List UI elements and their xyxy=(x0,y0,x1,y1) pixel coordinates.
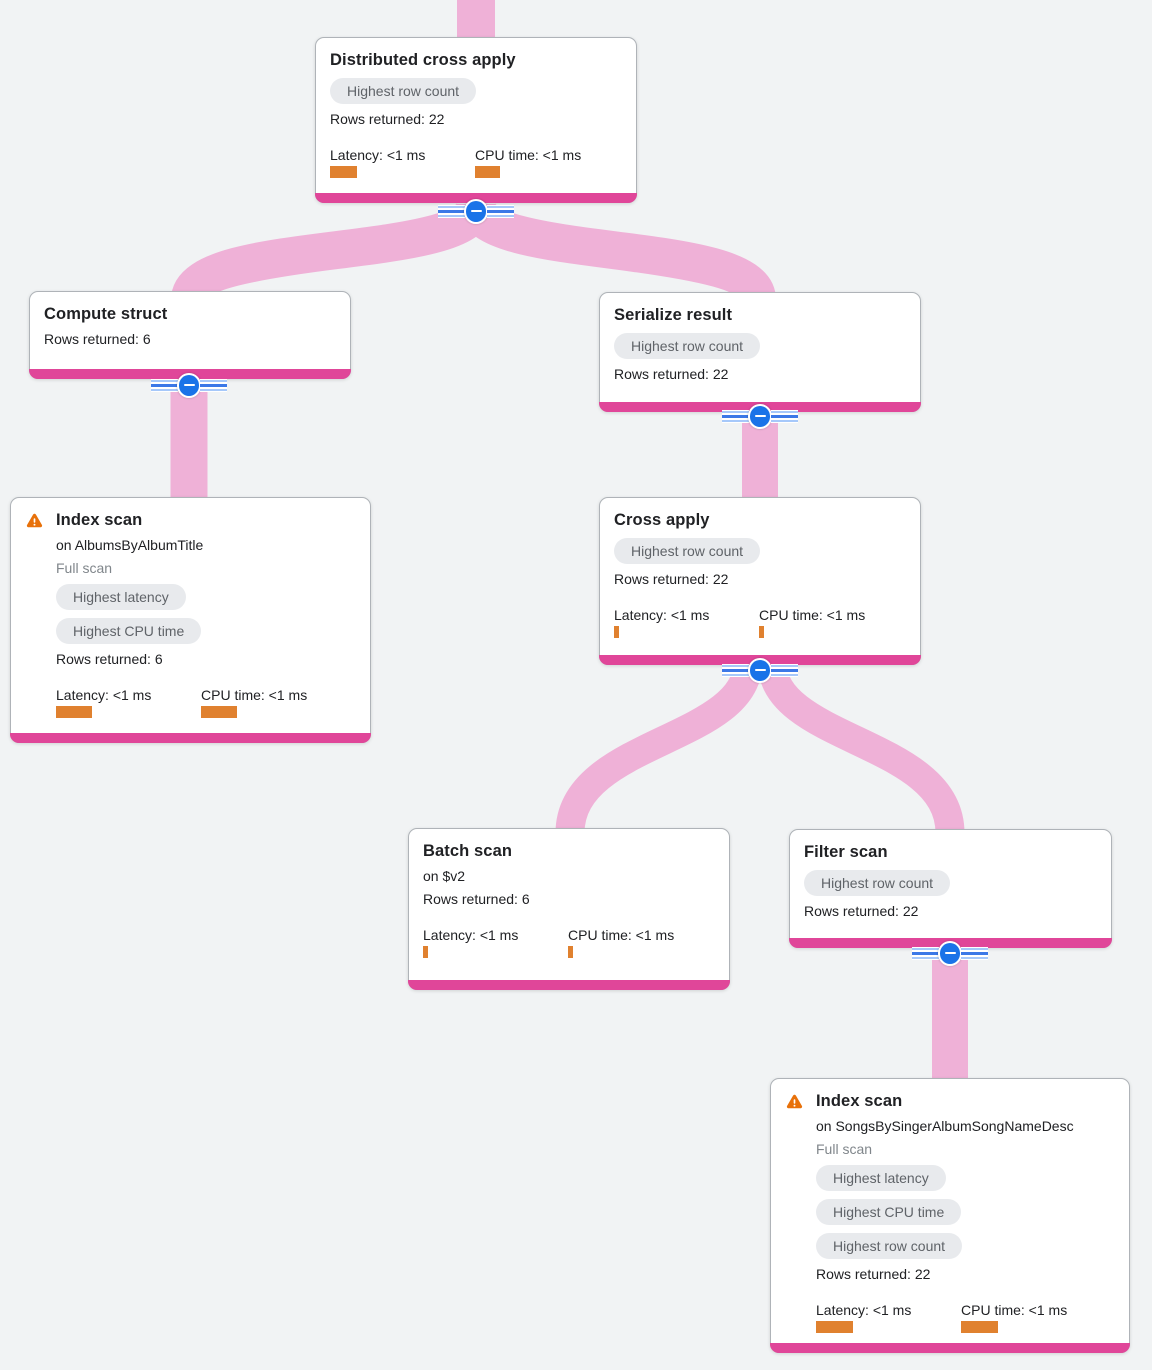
collapse-button-cross-apply[interactable] xyxy=(722,657,798,683)
badge-highest-cpu-time: Highest CPU time xyxy=(816,1199,962,1225)
node-distributed-cross-apply[interactable]: Distributed cross apply Highest row coun… xyxy=(315,37,637,203)
node-title: Index scan xyxy=(56,511,143,529)
collapse-rail-left xyxy=(912,946,939,960)
latency-label: Latency: <1 ms xyxy=(330,147,426,163)
node-title: Distributed cross apply xyxy=(330,51,516,69)
node-title: Filter scan xyxy=(804,843,888,861)
badge-highest-row-count: Highest row count xyxy=(804,870,951,896)
warning-icon xyxy=(25,511,44,530)
minus-icon xyxy=(747,657,773,683)
minus-icon xyxy=(747,403,773,429)
collapse-rail-left xyxy=(722,663,749,677)
cpu-time-label: CPU time: <1 ms xyxy=(568,927,675,943)
cpu-time-label: CPU time: <1 ms xyxy=(201,687,308,703)
cpu-time-label: CPU time: <1 ms xyxy=(475,147,582,163)
node-index-scan-albums[interactable]: Index scan on AlbumsByAlbumTitle Full sc… xyxy=(10,497,371,743)
rows-returned: Rows returned: 6 xyxy=(44,331,151,347)
rows-returned: Rows returned: 22 xyxy=(816,1266,931,1282)
latency-bar xyxy=(56,706,92,718)
collapse-rail-left xyxy=(151,378,178,392)
scan-target: on $v2 xyxy=(423,868,466,884)
rows-returned: Rows returned: 22 xyxy=(330,111,445,127)
link-distributed-cross-apply-to-serialize-result xyxy=(457,199,776,305)
rows-returned: Rows returned: 6 xyxy=(56,651,163,667)
cpu-time-bar xyxy=(568,946,573,958)
latency-bar xyxy=(330,166,357,178)
latency-bar xyxy=(816,1321,853,1333)
collapse-button-compute-struct[interactable] xyxy=(151,372,227,398)
node-title: Cross apply xyxy=(614,511,710,529)
collapse-button-distributed-cross-apply[interactable] xyxy=(438,198,514,224)
minus-icon xyxy=(463,198,489,224)
node-title: Serialize result xyxy=(614,306,733,324)
badge-highest-row-count: Highest row count xyxy=(330,78,477,104)
node-accent-bar xyxy=(408,980,730,990)
latency-label: Latency: <1 ms xyxy=(56,687,152,703)
cpu-time-bar xyxy=(201,706,237,718)
cpu-time-bar xyxy=(475,166,500,178)
rows-returned: Rows returned: 22 xyxy=(804,903,919,919)
node-filter-scan[interactable]: Filter scan Highest row count Rows retur… xyxy=(789,829,1112,948)
collapse-rail-right xyxy=(771,409,798,423)
cpu-time-label: CPU time: <1 ms xyxy=(961,1302,1068,1318)
badge-highest-latency: Highest latency xyxy=(56,584,186,610)
badge-highest-row-count: Highest row count xyxy=(816,1233,963,1259)
warning-icon xyxy=(785,1092,804,1111)
collapse-rail-right xyxy=(961,946,988,960)
node-accent-bar xyxy=(770,1343,1130,1353)
badge-highest-row-count: Highest row count xyxy=(614,538,761,564)
collapse-rail-right xyxy=(200,378,227,392)
node-index-scan-songs[interactable]: Index scan on SongsBySingerAlbumSongName… xyxy=(770,1078,1130,1353)
badge-highest-cpu-time: Highest CPU time xyxy=(56,618,202,644)
latency-label: Latency: <1 ms xyxy=(816,1302,912,1318)
scan-target: on SongsBySingerAlbumSongNameDesc xyxy=(816,1118,1074,1134)
latency-bar xyxy=(614,626,619,638)
badge-highest-latency: Highest latency xyxy=(816,1165,946,1191)
rows-returned: Rows returned: 22 xyxy=(614,366,729,382)
node-batch-scan[interactable]: Batch scan on $v2 Rows returned: 6 Laten… xyxy=(408,828,730,990)
node-accent-bar xyxy=(10,733,371,743)
latency-label: Latency: <1 ms xyxy=(614,607,710,623)
cpu-time-label: CPU time: <1 ms xyxy=(759,607,866,623)
link-cross-apply-to-filter-scan xyxy=(757,660,965,835)
node-title: Compute struct xyxy=(44,305,168,323)
badge-highest-row-count: Highest row count xyxy=(614,333,761,359)
node-title: Index scan xyxy=(816,1092,903,1110)
rows-returned: Rows returned: 6 xyxy=(423,891,530,907)
rows-returned: Rows returned: 22 xyxy=(614,571,729,587)
node-title: Batch scan xyxy=(423,842,513,860)
scan-target: on AlbumsByAlbumTitle xyxy=(56,537,204,553)
collapse-rail-right xyxy=(487,204,514,218)
collapse-rail-right xyxy=(771,663,798,677)
node-cross-apply[interactable]: Cross apply Highest row count Rows retur… xyxy=(599,497,921,665)
cpu-time-bar xyxy=(961,1321,998,1333)
node-serialize-result[interactable]: Serialize result Highest row count Rows … xyxy=(599,292,921,412)
minus-icon xyxy=(176,372,202,398)
latency-bar xyxy=(423,946,428,958)
link-distributed-cross-apply-to-compute-struct xyxy=(171,199,495,305)
cpu-time-bar xyxy=(759,626,764,638)
latency-label: Latency: <1 ms xyxy=(423,927,519,943)
collapse-rail-left xyxy=(722,409,749,423)
collapse-button-filter-scan[interactable] xyxy=(912,940,988,966)
collapse-rail-left xyxy=(438,204,465,218)
collapse-button-serialize-result[interactable] xyxy=(722,403,798,429)
node-accent-bar xyxy=(315,193,637,203)
node-compute-struct[interactable]: Compute struct Rows returned: 6 xyxy=(29,291,351,379)
scan-type: Full scan xyxy=(816,1141,873,1157)
link-cross-apply-to-batch-scan xyxy=(555,660,763,835)
minus-icon xyxy=(937,940,963,966)
scan-type: Full scan xyxy=(56,560,113,576)
